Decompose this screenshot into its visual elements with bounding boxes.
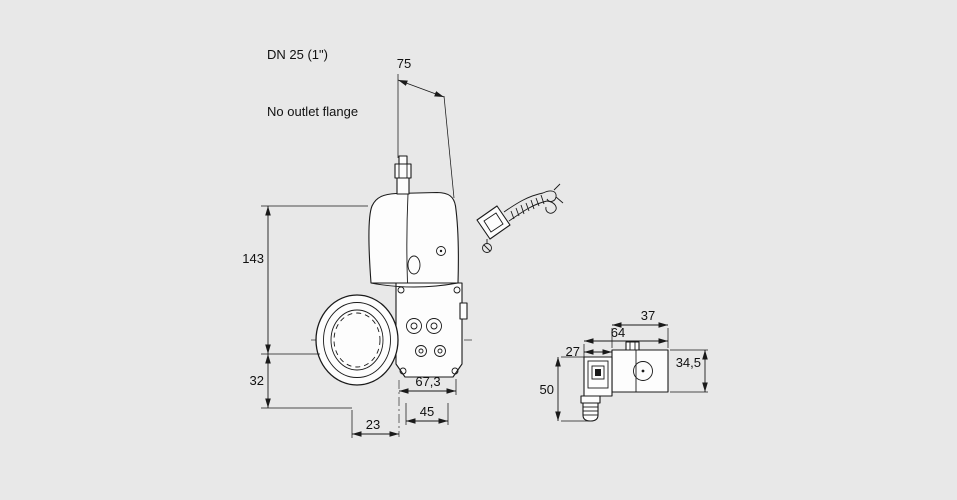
dim-top-width-label: 75 — [397, 56, 411, 71]
dim-side-body-height-label: 34,5 — [676, 355, 701, 370]
inlet-flange — [315, 294, 399, 386]
dim-side-body-width-label: 37 — [641, 308, 655, 323]
dim-coil-width-label: 27 — [566, 344, 580, 359]
side-body — [611, 341, 669, 393]
valve-body — [395, 282, 468, 378]
drawing-header: DN 25 (1") No outlet flange — [267, 7, 358, 159]
dim-side-total-height-label: 50 — [540, 382, 554, 397]
plug-screw — [482, 243, 492, 253]
top-stem — [394, 155, 412, 195]
dim-height-upper: 143 — [242, 205, 368, 355]
side-coil — [583, 356, 613, 397]
nominal-size-label: DN 25 (1") — [267, 47, 328, 62]
dim-bottom-left-label: 23 — [366, 417, 380, 432]
side-view: 37 64 27 34,5 — [540, 308, 708, 422]
dim-bottom-right-label: 45 — [420, 404, 434, 419]
dim-bottom-right: 45 — [405, 403, 449, 425]
connector-plug — [476, 205, 511, 253]
dim-bottom-left: 23 — [351, 410, 399, 438]
dim-side-total-height: 50 — [540, 356, 590, 422]
connector-cable — [503, 183, 564, 222]
dim-side-body-height: 34,5 — [670, 349, 708, 393]
actuator-dome — [368, 191, 459, 288]
front-view: 75 143 32 67,3 — [242, 56, 564, 438]
dim-height-lower: 32 — [250, 354, 352, 409]
cable-gland — [580, 395, 601, 422]
dim-side-total-width-label: 64 — [611, 325, 625, 340]
dim-height-upper-label: 143 — [242, 251, 264, 266]
variant-label: No outlet flange — [267, 104, 359, 119]
dim-body-width-label: 67,3 — [415, 374, 440, 389]
dim-top-width: 75 — [397, 56, 455, 199]
side-top-nut — [625, 341, 640, 351]
dim-coil-width: 27 — [566, 344, 612, 359]
dim-height-lower-label: 32 — [250, 373, 264, 388]
dim-side-body-width: 37 — [611, 308, 669, 348]
dim-body-width: 67,3 — [399, 374, 457, 395]
